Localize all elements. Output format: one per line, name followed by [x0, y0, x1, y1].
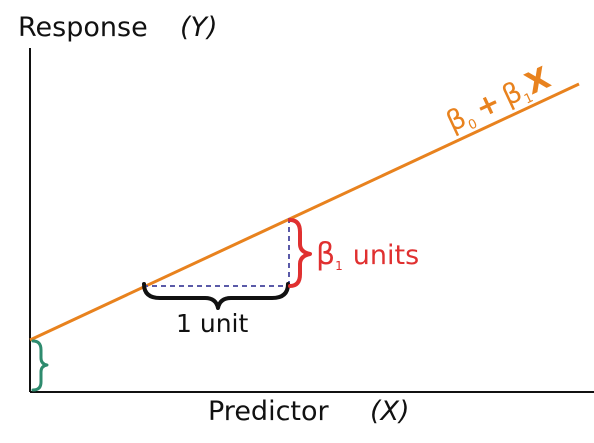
run-brace — [142, 282, 290, 310]
regression-line — [29, 82, 580, 342]
x-axis-symbol: (X) — [370, 396, 410, 427]
rise-beta-subscript: 1 — [335, 259, 343, 273]
rise-label: β1 units — [316, 237, 419, 273]
y-axis-symbol: (Y) — [180, 12, 218, 43]
rise-units-text: units — [353, 240, 419, 271]
run-label: 1 unit — [176, 309, 248, 338]
y-axis-label: Response — [18, 12, 148, 43]
rise-brace — [288, 218, 312, 288]
x-axis-label: Predictor — [208, 396, 330, 427]
intercept-brace — [31, 339, 49, 392]
rise-beta-symbol: β — [316, 237, 335, 272]
